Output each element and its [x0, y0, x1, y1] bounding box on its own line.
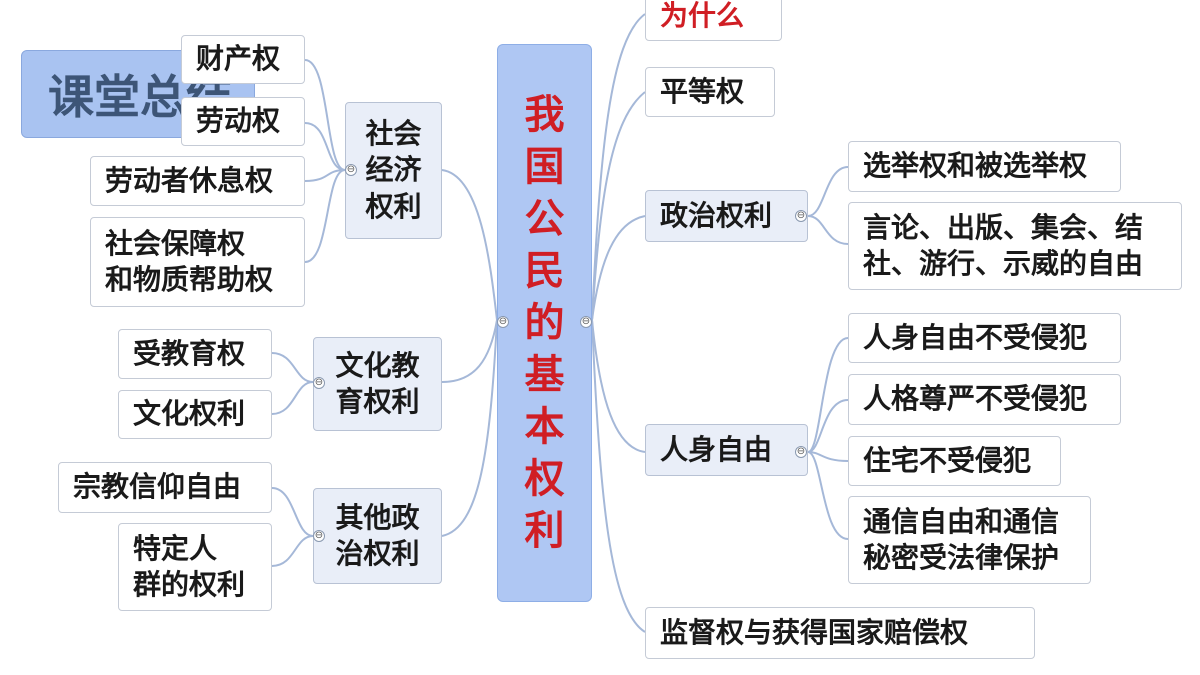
link-culture-1 [271, 352, 314, 383]
node-personal-freedom[interactable]: 人身自由 [645, 424, 808, 476]
node-religious-freedom-text: 宗教信仰自由 [73, 470, 242, 504]
node-political-rights-text: 政治权利 [660, 198, 773, 232]
node-religious-freedom[interactable]: 宗教信仰自由 [58, 462, 272, 513]
node-supervision[interactable]: 监督权与获得国家赔偿权 [645, 607, 1035, 659]
link-political-2 [807, 215, 849, 245]
node-property-right-text: 财产权 [196, 42, 281, 76]
node-culture-rights-text: 文化教 育权利 [335, 348, 420, 418]
node-political-rights[interactable]: 政治权利 [645, 190, 808, 242]
link-political [591, 215, 646, 321]
node-residence-inviolable[interactable]: 住宅不受侵犯 [848, 436, 1061, 486]
node-education-right-text: 受教育权 [133, 336, 246, 370]
node-culture-rights[interactable]: 文化教 育权利 [313, 337, 442, 431]
collapse-personal-icon[interactable]: ⊖ [795, 446, 807, 458]
link-equality [591, 91, 646, 321]
link-political-1 [807, 166, 849, 217]
node-person-inviolable-text: 人身自由不受侵犯 [863, 320, 1088, 354]
node-residence-inviolable-text: 住宅不受侵犯 [863, 443, 1032, 477]
collapse-socioeconomic-icon[interactable]: ⊖ [345, 164, 357, 176]
link-socioeconomic [441, 169, 498, 321]
link-personal-1 [807, 337, 849, 453]
node-freedom-speech-text: 言论、出版、集会、结 社、游行、示威的自由 [863, 210, 1144, 280]
node-labor-right[interactable]: 劳动权 [181, 97, 305, 146]
node-cultural-right-text: 文化权利 [133, 397, 246, 431]
link-personal [591, 319, 646, 453]
node-supervision-text: 监督权与获得国家赔偿权 [660, 615, 969, 649]
node-election-right-text: 选举权和被选举权 [863, 149, 1088, 183]
node-freedom-speech[interactable]: 言论、出版、集会、结 社、游行、示威的自由 [848, 202, 1182, 290]
node-why[interactable]: 为什么 [645, 0, 782, 41]
link-other [441, 319, 498, 537]
node-why-text: 为什么 [660, 0, 745, 33]
node-cultural-right[interactable]: 文化权利 [118, 390, 272, 439]
link-personal-2 [807, 399, 849, 453]
collapse-culture-icon[interactable]: ⊖ [313, 377, 325, 389]
central-topic-text: 我国公民的基本权利 [524, 92, 565, 554]
node-other-rights-text: 其他政 治权利 [335, 500, 420, 570]
node-special-groups-text: 特定人 群的权利 [133, 531, 246, 601]
node-equality-text: 平等权 [660, 74, 745, 108]
node-rest-right-text: 劳动者休息权 [105, 163, 274, 197]
collapse-political-icon[interactable]: ⊖ [795, 210, 807, 222]
node-socioeconomic-rights-text: 社会 经济 权利 [365, 116, 422, 223]
node-social-security-text: 社会保障权 和物质帮助权 [105, 226, 274, 296]
node-election-right[interactable]: 选举权和被选举权 [848, 141, 1121, 192]
link-socio-1 [304, 59, 346, 171]
node-dignity-inviolable-text: 人格尊严不受侵犯 [863, 382, 1088, 416]
node-special-groups[interactable]: 特定人 群的权利 [118, 523, 272, 611]
link-culture-2 [271, 381, 314, 415]
link-socio-2 [304, 122, 346, 171]
node-other-rights[interactable]: 其他政 治权利 [313, 488, 442, 584]
central-topic[interactable]: 我国公民的基本权利 [497, 44, 592, 602]
node-labor-right-text: 劳动权 [196, 104, 281, 138]
link-culture [441, 319, 498, 383]
link-other-2 [271, 535, 314, 567]
link-other-1 [271, 487, 314, 537]
link-personal-3 [807, 451, 849, 462]
collapse-left-icon[interactable]: ⊖ [497, 316, 509, 328]
collapse-right-icon[interactable]: ⊖ [580, 316, 592, 328]
node-correspondence-text: 通信自由和通信 秘密受法律保护 [863, 504, 1060, 574]
link-socio-3 [304, 169, 346, 182]
link-supervision [591, 319, 646, 633]
link-socio-4 [304, 169, 346, 263]
node-equality[interactable]: 平等权 [645, 67, 775, 117]
node-personal-freedom-text: 人身自由 [660, 432, 773, 466]
node-property-right[interactable]: 财产权 [181, 35, 305, 84]
link-why [591, 13, 646, 321]
node-dignity-inviolable[interactable]: 人格尊严不受侵犯 [848, 374, 1121, 425]
node-rest-right[interactable]: 劳动者休息权 [90, 156, 305, 206]
node-socioeconomic-rights[interactable]: 社会 经济 权利 [345, 102, 442, 239]
link-personal-4 [807, 451, 849, 540]
node-correspondence[interactable]: 通信自由和通信 秘密受法律保护 [848, 496, 1091, 584]
node-social-security[interactable]: 社会保障权 和物质帮助权 [90, 217, 305, 307]
collapse-other-icon[interactable]: ⊖ [313, 530, 325, 542]
node-person-inviolable[interactable]: 人身自由不受侵犯 [848, 313, 1121, 363]
node-education-right[interactable]: 受教育权 [118, 329, 272, 379]
